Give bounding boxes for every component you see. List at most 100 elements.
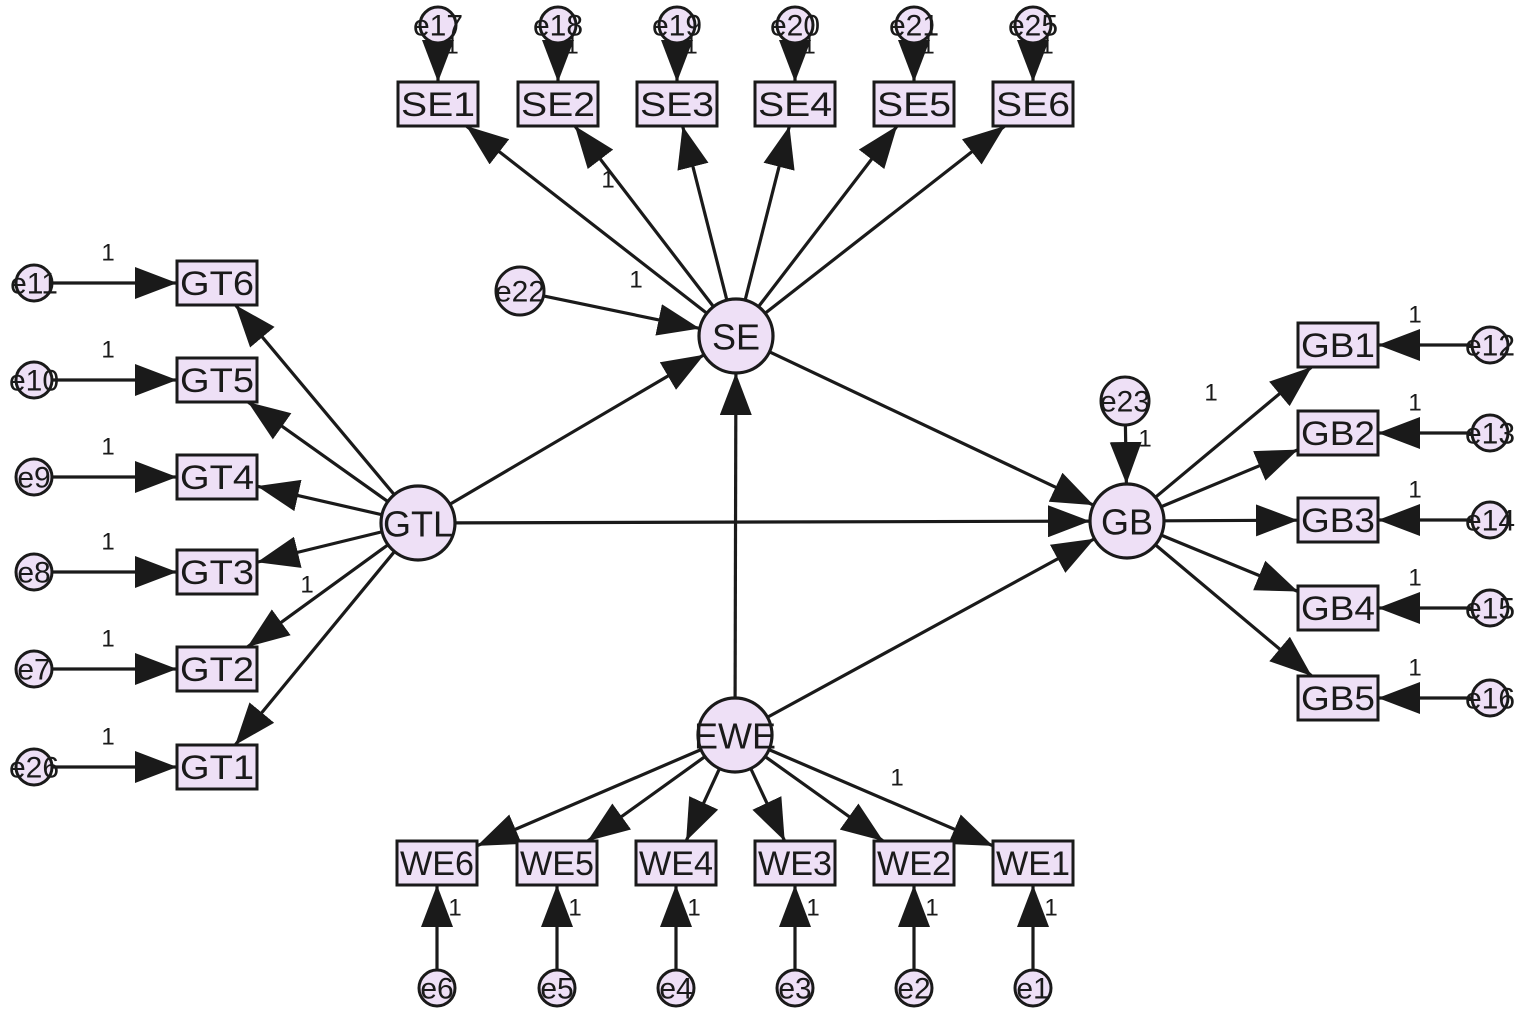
error-term-e7: e7 [14, 649, 54, 689]
error-path-label-e4: 1 [687, 895, 700, 922]
error-term-label: e8 [17, 557, 50, 590]
disturbance-path-e22-se [543, 294, 701, 336]
error-term-e1: e1 [1013, 968, 1053, 1008]
latent-variable-label: GTL [383, 504, 453, 545]
error-term-e2: e2 [894, 968, 934, 1008]
observed-variable-se4: SE4 [753, 80, 837, 128]
error-term-circle [14, 360, 54, 400]
error-term-circle [14, 552, 54, 592]
error-path-label-e14: 1 [1408, 477, 1421, 504]
loading-path-ewe-we2 [764, 755, 885, 843]
observed-variable-label: SE6 [996, 86, 1070, 124]
observed-variable-gt6: GT6 [175, 259, 259, 307]
error-term-label: e21 [889, 10, 939, 43]
error-term-e21: e21 [889, 5, 939, 45]
error-path-label-e19: 1 [684, 33, 697, 60]
error-path-label-e12: 1 [1408, 302, 1421, 329]
error-term-circle [1470, 413, 1510, 453]
disturbance-path-e23-gb [1109, 424, 1142, 485]
disturbance-term-circle [494, 265, 546, 317]
loading-path-se-se4 [743, 125, 795, 301]
error-path-label-e6: 1 [448, 895, 461, 922]
observed-variable-we1: WE1 [991, 839, 1075, 887]
latent-variable-label: GB [1101, 502, 1153, 543]
observed-variable-box [753, 839, 837, 887]
error-term-circle [1470, 325, 1510, 365]
error-term-label: e6 [420, 973, 453, 1006]
fixed-loading-label-gt3: 1 [300, 572, 313, 599]
observed-variable-label: GT3 [180, 554, 254, 592]
error-term-label: e11 [10, 268, 58, 301]
latent-variable-gtl: GTL [379, 484, 457, 562]
fixed-loading-label-gb1: 1 [1204, 380, 1217, 407]
latent-variable-label: SE [712, 317, 760, 358]
observed-variable-gb2: GB2 [1296, 409, 1380, 457]
observed-variable-label: GT1 [180, 749, 254, 787]
latent-variable-label: EWE [694, 716, 776, 757]
disturbance-term-e22: e22 [494, 265, 546, 317]
observed-variable-label: SE5 [877, 86, 951, 124]
observed-variable-we4: WE4 [634, 839, 718, 887]
error-term-label: e25 [1008, 10, 1058, 43]
observed-variable-label: WE1 [996, 845, 1070, 883]
observed-variable-box [175, 548, 259, 596]
loading-path-se-se6 [764, 124, 1006, 315]
error-path-label-e15: 1 [1408, 565, 1421, 592]
structural-path-se-gb [768, 350, 1095, 507]
loading-path-gtl-gt4 [256, 479, 383, 517]
loading-path-se-se3 [677, 125, 729, 301]
observed-variable-box [516, 80, 600, 128]
error-path-label-e13: 1 [1408, 390, 1421, 417]
error-term-e10: e10 [9, 360, 59, 400]
error-term-label: e2 [897, 973, 930, 1006]
loading-path-se-se5 [757, 125, 899, 308]
observed-variable-label: GT4 [180, 459, 254, 497]
error-path-label-e10: 1 [101, 337, 114, 364]
observed-variable-label: GB3 [1301, 502, 1375, 540]
observed-variable-label: SE4 [758, 86, 832, 124]
error-path-label-e17: 1 [445, 33, 458, 60]
observed-variable-label: WE3 [758, 845, 832, 883]
error-term-label: e19 [652, 10, 702, 43]
error-term-circle [14, 747, 54, 787]
observed-variable-box [1296, 409, 1380, 457]
observed-variable-box [991, 839, 1075, 887]
error-path-label-e16: 1 [1408, 655, 1421, 682]
loading-path-gtl-gt1 [233, 550, 396, 747]
error-term-circle [775, 968, 815, 1008]
structural-path-ewe-gb [766, 537, 1096, 719]
observed-variable-label: SE1 [401, 86, 475, 124]
error-path-label-e25: 1 [1040, 33, 1053, 60]
structural-path-gtl-se [449, 353, 705, 506]
loading-path-ewe-we3 [749, 767, 787, 842]
observed-variable-se1: SE1 [396, 80, 480, 128]
observed-variable-box [175, 645, 259, 693]
observed-variable-we6: WE6 [395, 839, 479, 887]
observed-variable-label: GB2 [1301, 415, 1375, 453]
error-term-label: e17 [413, 10, 463, 43]
observed-variable-gt1: GT1 [175, 743, 259, 791]
observed-variable-label: GB5 [1301, 680, 1375, 718]
loading-path-gb-gb3 [1163, 504, 1299, 537]
observed-variable-label: GT5 [180, 362, 254, 400]
error-term-label: e16 [1465, 683, 1515, 716]
error-term-circle [1013, 968, 1053, 1008]
error-term-e11: e11 [10, 263, 58, 303]
observed-variable-box [396, 80, 480, 128]
observed-variable-label: GT2 [180, 651, 254, 689]
error-term-e16: e16 [1465, 678, 1515, 718]
latent-variable-se: SE [697, 297, 775, 375]
observed-variable-label: WE4 [639, 845, 713, 883]
disturbance-path-label-e22: 1 [629, 267, 642, 294]
loading-path-gb-gb1 [1154, 365, 1313, 499]
observed-variable-label: WE6 [400, 845, 474, 883]
error-term-e12: e12 [1465, 325, 1515, 365]
error-term-label: e14 [1465, 505, 1515, 538]
observed-variable-se6: SE6 [991, 80, 1075, 128]
observed-variable-box [1296, 674, 1380, 722]
error-term-e18: e18 [533, 5, 583, 45]
error-term-circle [14, 649, 54, 689]
error-term-circle [417, 968, 457, 1008]
observed-variable-box [175, 743, 259, 791]
